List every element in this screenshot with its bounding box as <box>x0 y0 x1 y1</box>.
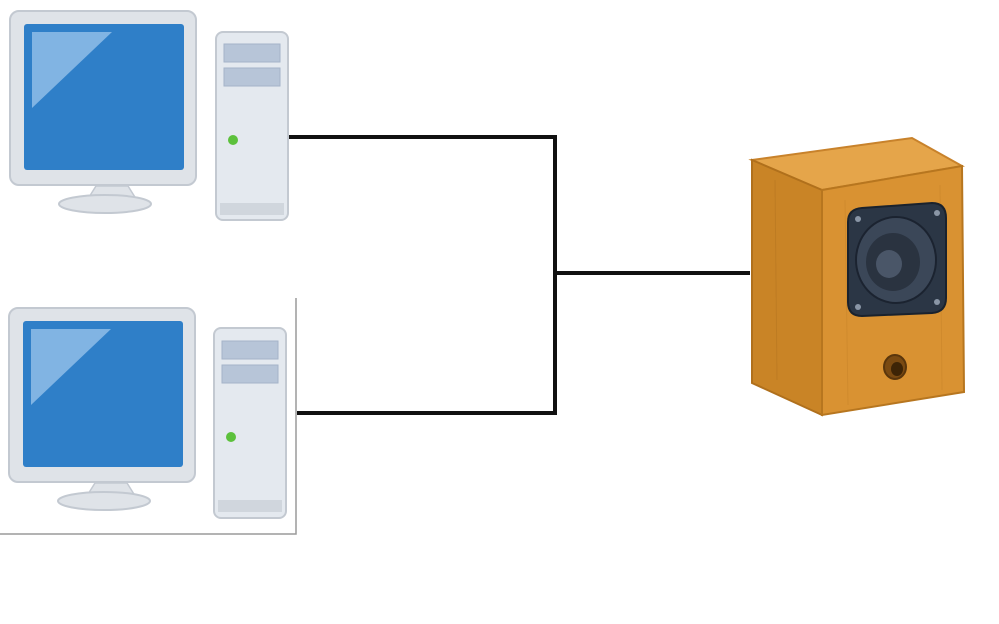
cable-computer-2 <box>297 273 557 415</box>
desktop-computer-icon <box>0 298 297 535</box>
speaker-icon <box>748 136 966 417</box>
power-led-icon <box>226 432 236 442</box>
cable-computer-1 <box>289 135 557 273</box>
desktop-computer-icon <box>9 10 289 221</box>
tower-icon <box>213 327 287 519</box>
connection-lines <box>289 135 750 415</box>
power-led-icon <box>228 135 238 145</box>
monitor-icon <box>8 307 196 511</box>
monitor-icon <box>9 10 197 214</box>
tower-icon <box>215 31 289 221</box>
